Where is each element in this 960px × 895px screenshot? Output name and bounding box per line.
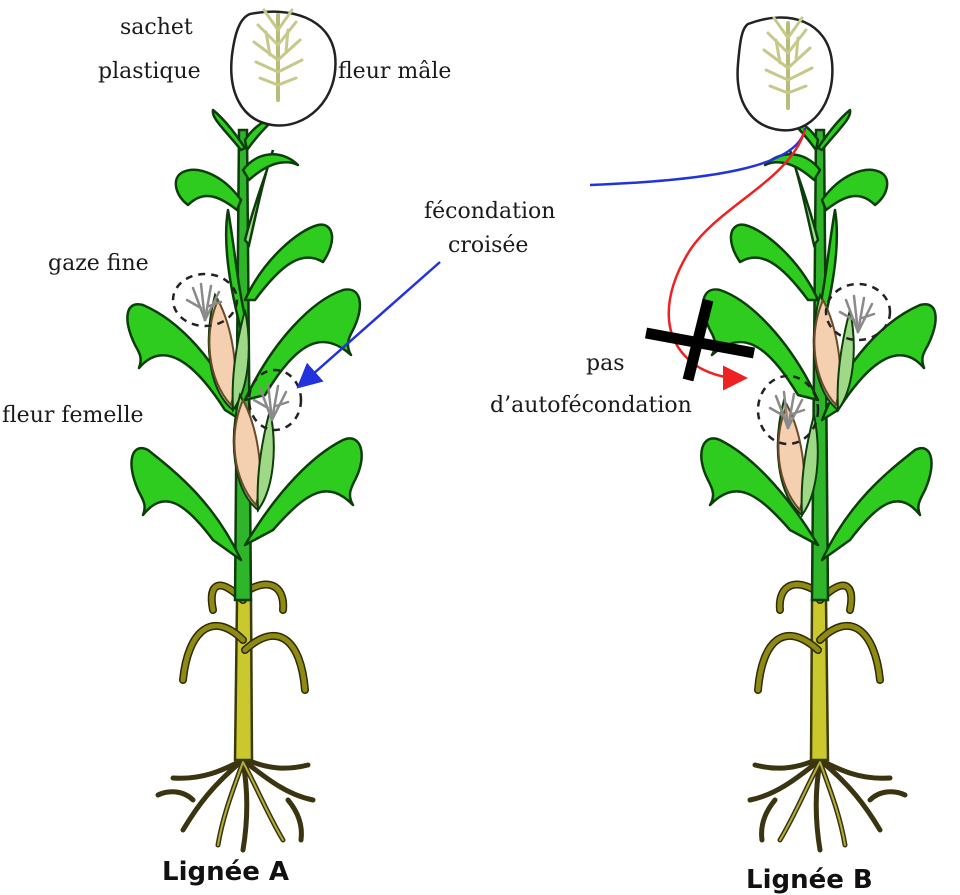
- label-fleur-male: fleur mâle: [338, 59, 451, 84]
- title-lignee-a: Lignée A: [162, 857, 289, 887]
- plant-lignee-b: [701, 18, 935, 850]
- label-sachet: sachet: [120, 15, 193, 40]
- label-gaze-fine: gaze fine: [48, 251, 149, 276]
- label-fecondation: fécondation: [424, 199, 555, 224]
- label-croisee: croisée: [448, 233, 528, 258]
- plant-lignee-a: [127, 10, 361, 850]
- label-fleur-femelle: fleur femelle: [2, 403, 144, 428]
- label-plastique: plastique: [98, 59, 201, 84]
- title-lignee-b: Lignée B: [746, 865, 873, 895]
- label-pas: pas: [586, 351, 625, 376]
- label-autofecondation: d’autofécondation: [490, 393, 692, 418]
